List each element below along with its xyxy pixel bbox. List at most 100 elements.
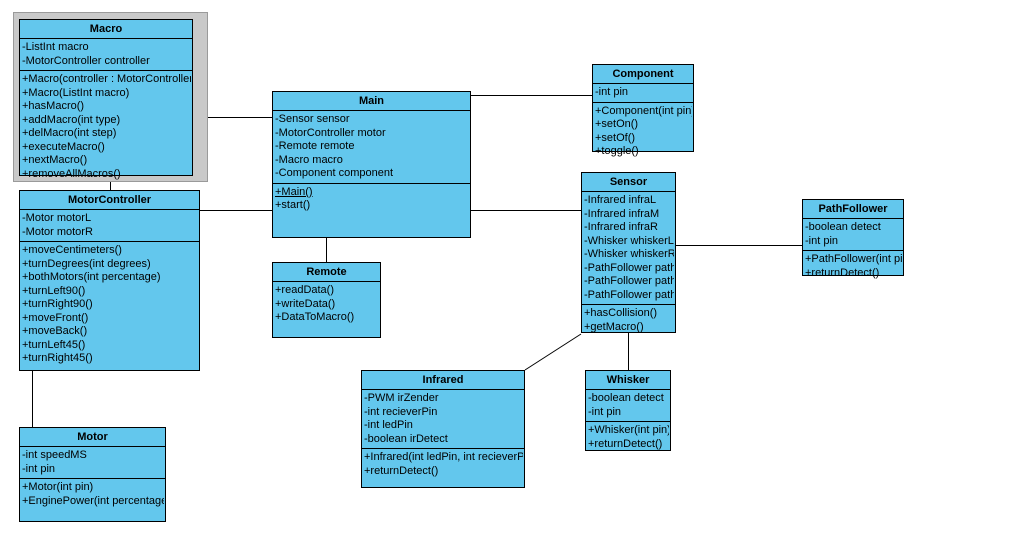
operation: +DataToMacro() — [275, 311, 355, 323]
attribute: -boolean detect — [805, 221, 881, 233]
class-attributes-motor: -int speedMS -int pin — [20, 447, 165, 479]
operation: +removeAllMacros() — [22, 167, 121, 180]
attribute: -Component component — [275, 167, 394, 179]
class-operations-sensor: +hasCollision() +getMacro() — [582, 305, 675, 336]
operation: +turnRight90() — [22, 298, 93, 310]
class-attributes-whisker: -boolean detect -int pin — [586, 390, 670, 422]
operation: +returnDetect() — [805, 266, 880, 279]
operation: +start() — [275, 199, 311, 211]
class-box-macro[interactable]: Macro -ListInt macro -MotorController co… — [19, 19, 193, 180]
operation: +executeMacro() — [22, 140, 105, 153]
operation: +EnginePower(int percentage) — [22, 494, 164, 507]
operation: +returnDetect() — [364, 464, 439, 477]
class-box-sensor[interactable]: Sensor -Infrared infraL -Infrared infraM… — [581, 172, 676, 333]
class-box-main[interactable]: Main -Sensor sensor -MotorController mot… — [272, 91, 471, 238]
association-sensor-pathfollower — [676, 245, 802, 246]
class-operations-main: +Main() +start() — [273, 184, 470, 215]
attribute: -Macro macro — [275, 153, 343, 166]
attribute: -MotorController motor — [275, 126, 386, 139]
attribute: -Motor motorR — [22, 225, 93, 238]
class-box-whisker[interactable]: Whisker -boolean detect -int pin +Whiske… — [585, 370, 671, 451]
operation: +setOf() — [595, 131, 636, 144]
association-motorcontroller-main — [200, 210, 273, 211]
attribute: -Infrared infraR — [584, 221, 658, 233]
operation: +addMacro(int type) — [22, 113, 121, 126]
operation: +Component(int pin) — [595, 104, 692, 117]
class-operations-remote: +readData() +writeData() +DataToMacro() — [273, 282, 380, 327]
operation: +delMacro(int step) — [22, 127, 117, 139]
class-name-motorcontroller: MotorController — [20, 191, 199, 210]
attribute: -boolean irDetect — [364, 432, 448, 445]
attribute: -Whisker whiskerL — [584, 234, 674, 247]
association-main-component — [471, 95, 592, 96]
operation: +Whisker(int pin) — [588, 424, 669, 436]
attribute: -int speedMS — [22, 449, 87, 461]
class-name-sensor: Sensor — [582, 173, 675, 192]
attribute: -MotorController controller — [22, 54, 150, 67]
association-main-remote — [326, 238, 327, 262]
class-box-motor[interactable]: Motor -int speedMS -int pin +Motor(int p… — [19, 427, 166, 522]
attribute: -int ledPin — [364, 419, 413, 431]
operation: +writeData() — [275, 297, 336, 310]
attribute: -PathFollower pathR — [584, 288, 674, 301]
class-operations-component: +Component(int pin) +setOn() +setOf() +t… — [593, 103, 693, 161]
class-box-motorcontroller[interactable]: MotorController -Motor motorL -Motor mot… — [19, 190, 200, 371]
class-name-remote: Remote — [273, 263, 380, 282]
class-name-whisker: Whisker — [586, 371, 670, 390]
attribute: -int pin — [805, 234, 839, 247]
attribute: -Infrared infraL — [584, 194, 657, 206]
operation: +setOn() — [595, 118, 639, 130]
attribute: -Remote remote — [275, 140, 355, 152]
attribute: -int pin — [595, 86, 629, 98]
operation: +moveCentimeters() — [22, 244, 122, 256]
operation: +toggle() — [595, 145, 639, 157]
attribute: -PathFollower pathL — [584, 261, 674, 274]
class-box-infrared[interactable]: Infrared -PWM irZender -int recieverPin … — [361, 370, 525, 488]
class-box-remote[interactable]: Remote +readData() +writeData() +DataToM… — [272, 262, 381, 338]
class-name-macro: Macro — [20, 20, 192, 39]
class-attributes-main: -Sensor sensor -MotorController motor -R… — [273, 111, 470, 184]
operation: +bothMotors(int percentage) — [22, 271, 161, 283]
class-name-motor: Motor — [20, 428, 165, 447]
class-operations-whisker: +Whisker(int pin) +returnDetect() — [586, 422, 670, 453]
attribute: -PWM irZender — [364, 392, 439, 404]
class-attributes-sensor: -Infrared infraL -Infrared infraM -Infra… — [582, 192, 675, 305]
attribute: -int pin — [22, 462, 56, 475]
class-operations-motorcontroller: +moveCentimeters() +turnDegrees(int degr… — [20, 242, 199, 368]
attribute: -Infrared infraM — [584, 207, 660, 220]
operation: +Macro(ListInt macro) — [22, 86, 130, 99]
class-attributes-infrared: -PWM irZender -int recieverPin -int ledP… — [362, 390, 524, 449]
class-operations-infrared: +Infrared(int ledPin, int recieverPin) +… — [362, 449, 524, 480]
class-attributes-component: -int pin — [593, 84, 693, 103]
attribute: -Sensor sensor — [275, 113, 350, 125]
operation: +readData() — [275, 284, 335, 296]
operation: +turnRight45() — [22, 352, 93, 364]
association-sensor-whisker — [628, 333, 629, 370]
operation: +Motor(int pin) — [22, 481, 94, 493]
operation-static: +Main() — [275, 185, 313, 198]
operation: +returnDetect() — [588, 437, 663, 450]
class-name-pathfollower: PathFollower — [803, 200, 903, 219]
class-box-pathfollower[interactable]: PathFollower -boolean detect -int pin +P… — [802, 199, 904, 279]
class-box-component[interactable]: Component -int pin +Component(int pin) +… — [592, 64, 694, 157]
class-operations-macro: +Macro(controller : MotorController) +Ma… — [20, 71, 192, 183]
operation: +moveBack() — [22, 325, 88, 337]
operation: +hasCollision() — [584, 307, 658, 319]
class-name-main: Main — [273, 92, 470, 111]
association-motorcontroller-motor — [32, 371, 33, 428]
operation: +getMacro() — [584, 320, 644, 333]
attribute: -int pin — [588, 405, 622, 418]
attribute: -Motor motorL — [22, 212, 92, 224]
class-operations-motor: +Motor(int pin) +EnginePower(int percent… — [20, 479, 165, 510]
operation: +moveFront() — [22, 311, 89, 324]
class-attributes-motorcontroller: -Motor motorL -Motor motorR — [20, 210, 199, 242]
class-name-component: Component — [593, 65, 693, 84]
attribute: -boolean detect — [588, 392, 664, 404]
attribute: -PathFollower pathM — [584, 275, 674, 287]
operation: +turnDegrees(int degrees) — [22, 257, 151, 270]
class-attributes-pathfollower: -boolean detect -int pin — [803, 219, 903, 251]
attribute: -ListInt macro — [22, 41, 89, 53]
association-macro-main — [193, 117, 273, 118]
